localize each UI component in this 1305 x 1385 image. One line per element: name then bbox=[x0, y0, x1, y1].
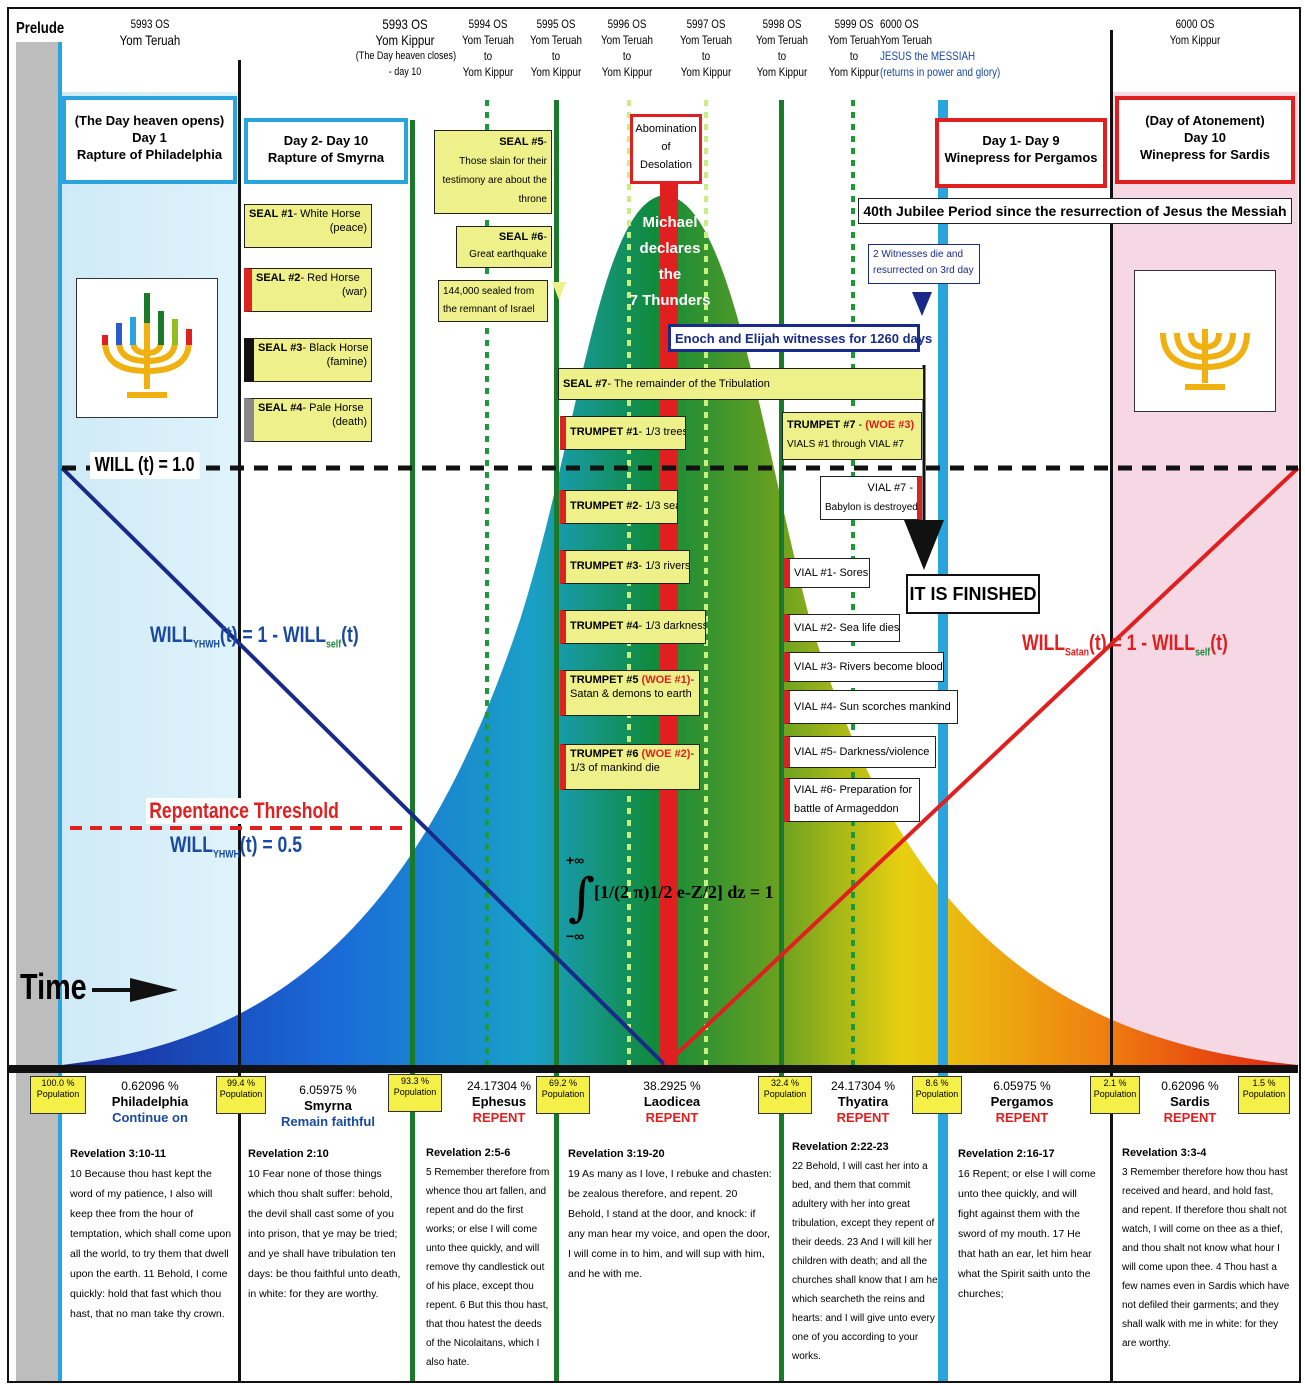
trumpet-7-box: TRUMPET #7 - (WOE #3) VIALS #1 through V… bbox=[782, 412, 922, 460]
time-arrow bbox=[130, 978, 178, 1002]
seal-3-box: SEAL #3- Black Horse(famine) bbox=[244, 338, 372, 382]
repentance-threshold-label: Repentance Threshold bbox=[146, 798, 343, 824]
integral-formula: +∞ ∫ −∞ [1/(2 π)1/2 e-Z/2] dz = 1 bbox=[566, 852, 774, 944]
vline-5994-start bbox=[410, 120, 415, 1382]
seal-1-box: SEAL #1- White Horse(peace) bbox=[244, 204, 372, 248]
pop-ephesus: 93.3 %Population bbox=[388, 1074, 442, 1112]
philadelphia-bg bbox=[62, 92, 240, 1067]
trumpet-6-box: TRUMPET #6 (WOE #2)- 1/3 of mankind die bbox=[560, 744, 700, 790]
trumpet-4-box: TRUMPET #4- 1/3 darkness bbox=[560, 610, 706, 644]
trumpet-5-box: TRUMPET #5 (WOE #1)- Satan & demons to e… bbox=[560, 670, 700, 716]
vial-7-box: VIAL #7 -Babylon is destroyed bbox=[820, 476, 922, 520]
it-is-finished-box: IT IS FINISHED bbox=[906, 574, 1040, 614]
enoch-elijah-box: Enoch and Elijah witnesses for 1260 days bbox=[668, 324, 932, 352]
vial-5-box: VIAL #5- Darkness/violence bbox=[784, 736, 936, 768]
vline-kippur-5993 bbox=[238, 60, 241, 1382]
vial-2-box: VIAL #2- Sea life dies bbox=[784, 614, 900, 642]
time-label: Time bbox=[20, 966, 87, 1007]
will-one-label: WILL (t) = 1.0 bbox=[90, 452, 200, 479]
pop-pergamos: 8.6 %Population bbox=[912, 1076, 962, 1114]
trumpet-1-box: TRUMPET #1- 1/3 trees bbox=[560, 416, 686, 450]
vline-kippur-6000 bbox=[1110, 30, 1113, 1382]
seal-2-box: SEAL #2- Red Horse(war) bbox=[244, 268, 372, 312]
pop-laodicea: 69.2 %Population bbox=[536, 1076, 590, 1114]
seal-7-box: SEAL #7- The remainder of the Tribulatio… bbox=[558, 368, 924, 400]
witnesses-arrow bbox=[912, 292, 932, 316]
prelude-label: Prelude bbox=[16, 20, 65, 37]
vline-teruah-5993 bbox=[58, 42, 62, 1382]
trumpet-3-box: TRUMPET #3- 1/3 rivers bbox=[560, 550, 690, 584]
jubilee-box: 40th Jubilee Period since the resurrecti… bbox=[858, 198, 1292, 224]
menorah-left-icon bbox=[76, 278, 218, 418]
seal-144000-arrow-icon bbox=[552, 282, 566, 300]
will-yhwh-label: WILLYHWH(t) = 1 - WILLself(t) bbox=[150, 622, 359, 651]
will-satan-line bbox=[663, 466, 1300, 1067]
pop-final: 1.5 %Population bbox=[1238, 1076, 1290, 1114]
will-yhwh-line bbox=[60, 466, 667, 1067]
vial-1-box: VIAL #1- Sores bbox=[784, 558, 870, 588]
seal-6-box: SEAL #6-Great earthquake bbox=[456, 226, 552, 268]
pop-philadelphia: 100.0 %Population bbox=[30, 1076, 86, 1114]
trumpet-2-box: TRUMPET #2- 1/3 sea bbox=[560, 490, 678, 524]
menorah-right-icon bbox=[1134, 270, 1276, 412]
prelude-bar bbox=[16, 42, 60, 1382]
will-satan-label: WILLSatan(t) = 1 - WILLself(t) bbox=[1022, 630, 1228, 659]
pop-smyrna: 99.4 %Population bbox=[216, 1076, 266, 1114]
vial-3-box: VIAL #3- Rivers become blood bbox=[784, 652, 944, 682]
vline-5995-start bbox=[554, 100, 559, 1382]
will-half-label: WILLYHWH(t) = 0.5 bbox=[170, 832, 303, 861]
pop-sardis: 2.1 %Population bbox=[1090, 1076, 1140, 1114]
vline-5998-start bbox=[779, 100, 784, 1382]
finished-arrow bbox=[904, 520, 944, 570]
pop-thyatira: 32.4 %Population bbox=[758, 1076, 812, 1114]
seal-4-box: SEAL #4- Pale Horse(death) bbox=[244, 398, 372, 442]
sardis-bg bbox=[1113, 92, 1298, 1067]
vial-4-box: VIAL #4- Sun scorches mankind bbox=[784, 690, 958, 724]
vline-teruah-6000 bbox=[938, 100, 948, 1382]
